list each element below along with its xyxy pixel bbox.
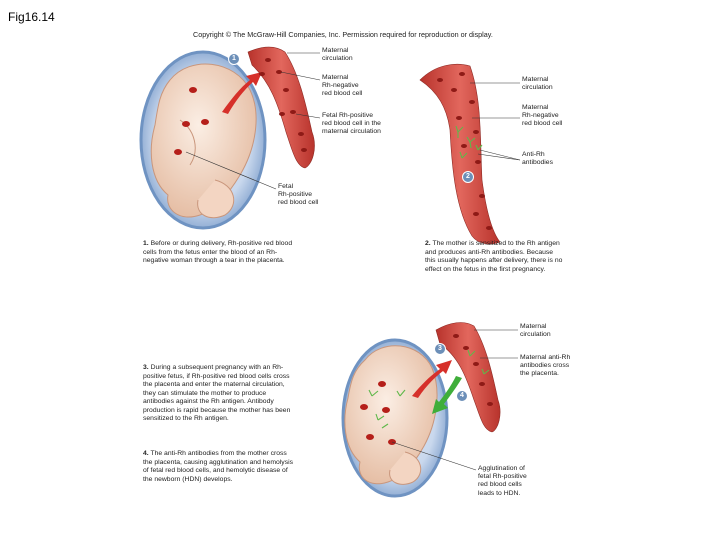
caption-1-number: 1. [143,240,149,247]
panel3-vessel [435,322,501,433]
panel3-leader-lines [391,329,518,471]
panel3-red-arrow [412,360,452,398]
caption-2-text: The mother is sensitized to the Rh antig… [425,240,563,273]
panel1-fetal-cells [174,87,209,155]
caption-3-number: 3. [143,364,149,371]
caption-1-text: Before or during delivery, Rh-positive r… [143,240,293,264]
label-maternal-circulation-1: Maternal circulation [322,47,353,63]
step-badge-1: 1 [228,53,240,65]
panel3-agglutinated-cells [360,381,406,445]
label-anti-rh-antibodies: Anti-Rh antibodies [522,151,553,167]
label-agglutination: Agglutination of fetal Rh-positive red b… [478,465,527,497]
step-badge-2: 2 [462,171,474,183]
panel2-leader-lines [470,82,521,161]
panel2-vessel [419,63,501,245]
panel1-transfer-arrow [222,72,262,114]
label-maternal-rh-negative-1: Maternal Rh-negative red blood cell [322,74,363,98]
label-fetal-rh-positive-maternal: Fetal Rh-positive red blood cell in the … [322,112,381,136]
step-badge-4: 4 [456,390,468,402]
caption-4-text: The anti-Rh antibodies from the mother c… [143,450,294,483]
caption-step-1: 1. Before or during delivery, Rh-positiv… [143,240,293,266]
label-fetal-rh-positive: Fetal Rh-positive red blood cell [278,183,319,207]
figure-label: Fig16.14 [8,10,55,24]
label-maternal-circulation-2: Maternal circulation [522,76,553,92]
step-badge-3: 3 [434,343,446,355]
copyright-notice: Copyright © The McGraw-Hill Companies, I… [193,30,493,39]
label-maternal-rh-negative-2: Maternal Rh-negative red blood cell [522,104,563,128]
panel1-leader-lines [185,52,321,190]
caption-4-number: 4. [143,450,149,457]
caption-step-2: 2. The mother is sensitized to the Rh an… [425,240,565,274]
panel3-green-arrow [432,376,462,414]
caption-step-3: 3. During a subsequent pregnancy with an… [143,364,295,424]
caption-3-text: During a subsequent pregnancy with an Rh… [143,364,291,422]
caption-step-4: 4. The anti-Rh antibodies from the mothe… [143,450,295,484]
label-maternal-anti-rh: Maternal anti-Rh antibodies cross the pl… [520,354,571,378]
label-maternal-circulation-3: Maternal circulation [520,323,551,339]
caption-2-number: 2. [425,240,431,247]
panel1-vessel [247,46,315,169]
